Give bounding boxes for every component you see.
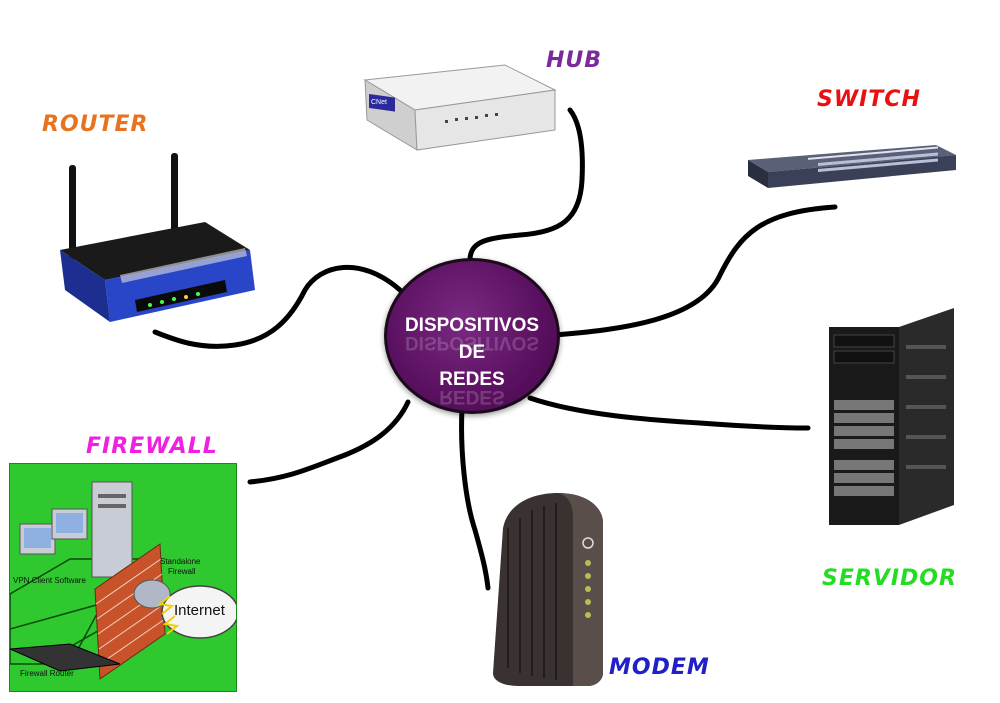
- central-node: DISPOSITIVOS DISPOSITIVOS DE REDES REDES: [384, 258, 560, 414]
- connector-switch: [550, 204, 838, 338]
- hub-image: CNet: [363, 64, 557, 151]
- firewall-image: VPN Client Software Standalone Firewall …: [9, 463, 237, 692]
- center-title-line3-reflection: REDES: [439, 386, 505, 407]
- connector-modem: [459, 405, 491, 591]
- vpn-client-label: VPN Client Software: [13, 576, 86, 585]
- router-image: [60, 153, 255, 322]
- switch-label: SWITCH: [817, 87, 921, 112]
- connector-firewall: [247, 399, 411, 485]
- servidor-label: SERVIDOR: [822, 566, 957, 591]
- router-label: ROUTER: [42, 112, 149, 137]
- connector-hub: [467, 107, 585, 263]
- firewall-router-label: Firewall Router: [20, 669, 74, 678]
- internet-label: Internet: [174, 602, 225, 619]
- server-image: [829, 308, 954, 525]
- center-title-line1: DISPOSITIVOS: [404, 315, 540, 336]
- hub-brand-text: CNet: [371, 99, 387, 106]
- modem-label: MODEM: [609, 655, 710, 680]
- center-title-line3: REDES: [439, 369, 505, 390]
- standalone-label-line1: Standalone: [160, 557, 201, 566]
- switch-image: [748, 145, 956, 188]
- firewall-label: FIREWALL: [86, 434, 218, 459]
- connector-router: [152, 265, 403, 349]
- modem-image: [493, 493, 603, 686]
- standalone-label-line2: Firewall: [168, 567, 196, 576]
- hub-label: HUB: [546, 48, 603, 73]
- center-title-line2: DE: [458, 342, 486, 363]
- connector-servidor: [527, 395, 811, 431]
